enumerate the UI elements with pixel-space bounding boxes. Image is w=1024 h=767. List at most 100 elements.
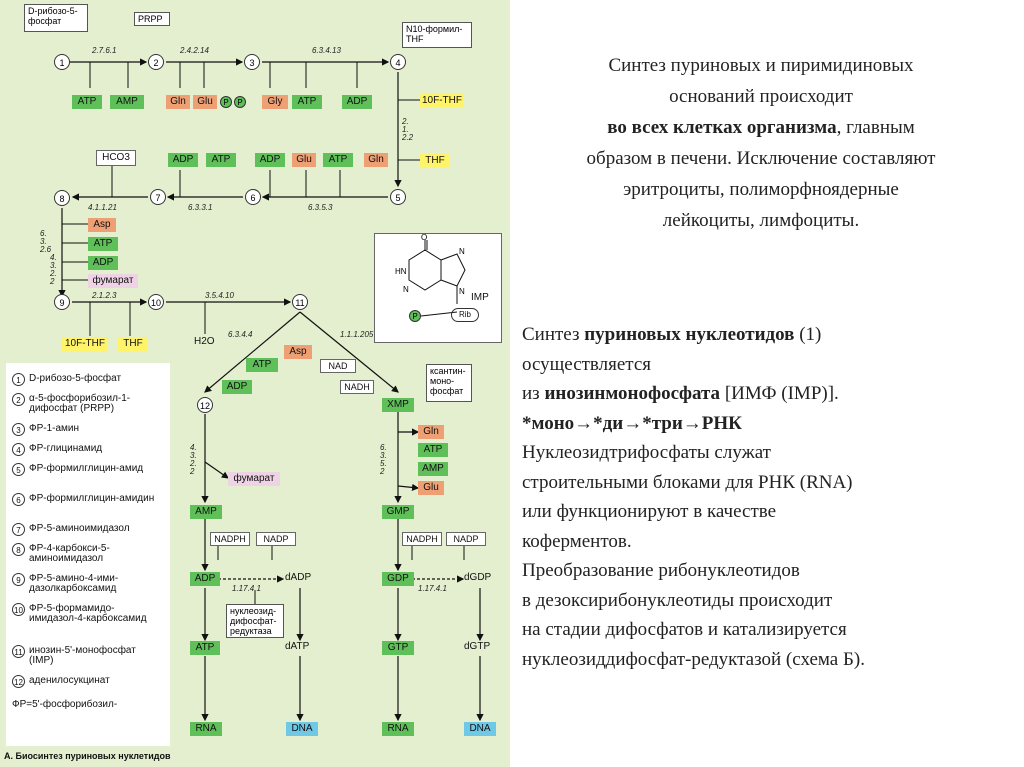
gdp-box: GDP [382, 572, 414, 586]
amp-box: AMP [190, 505, 222, 519]
formyl-thf-box: 10F-THF [420, 94, 464, 108]
text-line: осуществляется [522, 353, 652, 375]
thf-box: THF [118, 337, 148, 351]
dgtp-label: dGTP [464, 641, 491, 652]
imp-structure: O HN N N N IMP P Rib [374, 233, 502, 343]
step-circle-7: 7 [150, 189, 166, 205]
text-line: или функционируют в качестве [522, 501, 777, 522]
enzyme-label: 2.7.6.1 [92, 46, 117, 55]
enzyme-label: 2.1.2.3 [92, 291, 117, 300]
enzyme-label: 2.1.2.2 [402, 117, 414, 142]
text-line: Преобразование рибонуклеотидов [522, 560, 800, 581]
enzyme-label: 6.3.4.13 [312, 46, 341, 55]
enzyme-label: 6.3.5.2 [380, 443, 387, 476]
nad-box: NAD [320, 359, 356, 373]
text-line: Нуклеозидтрифосфаты служат [522, 442, 771, 463]
reductase-note: нуклеозид-дифосфат-редуктаза [226, 604, 284, 638]
nadh-box: NADH [340, 380, 374, 394]
atp-box: ATP [292, 95, 322, 109]
purine-biosynthesis-diagram: D-рибозо-5-фосфат PRPP N10-формил-THF 1 … [0, 0, 510, 767]
glu-box: Glu [292, 153, 316, 167]
text-line: на стадии дифосфатов и катализируется [522, 619, 847, 640]
step-circle-6: 6 [245, 189, 261, 205]
svg-text:N: N [459, 287, 465, 296]
text-line: в дезоксирибонуклеотиды происходит [522, 589, 833, 611]
text-line: из инозинмонофосфата [ИМФ (IMP)]. [522, 383, 839, 404]
asp-box: Asp [284, 345, 312, 359]
dadp-label: dADP [285, 572, 312, 583]
step-circle-11: 11 [292, 294, 308, 310]
atp-box: ATP [246, 358, 278, 372]
nadph-box: NADPH [402, 532, 442, 546]
amp-box: AMP [110, 95, 144, 109]
step-circle-3: 3 [244, 54, 260, 70]
formyl-thf-box: 10F-THF [62, 337, 108, 351]
enzyme-label: 1.17.4.1 [232, 584, 261, 593]
intro-text: Синтез пуриновых и пиримидиновых основан… [524, 50, 998, 236]
step-circle-4: 4 [390, 54, 406, 70]
enzyme-label: 2.4.2.14 [180, 46, 209, 55]
step-circle-8: 8 [54, 190, 70, 206]
prpp-label: PRPP [134, 12, 170, 26]
hco3-box: HCO3 [96, 150, 136, 166]
amp-box: AMP [418, 462, 448, 476]
text-line: оснований происходит [669, 86, 853, 107]
glu-box: Glu [193, 95, 217, 109]
dgdp-label: dGDP [464, 572, 492, 583]
ribose-icon: Rib [451, 308, 479, 322]
purine-synthesis-text: Синтез пуриновых нуклеотидов (1) осущест… [522, 320, 1002, 674]
text-line: нуклеозиддифосфат-редуктазой (схема Б). [522, 648, 865, 670]
enzyme-label: 3.5.4.10 [205, 291, 234, 300]
phosphate-icon: P [220, 96, 232, 108]
enzyme-label: 6.3.2.6 [40, 229, 52, 254]
glu-box: Glu [418, 481, 444, 495]
text-line: Синтез пуриновых нуклеотидов (1) [522, 324, 822, 345]
enzyme-label: 4.3.2.2 [50, 253, 57, 286]
svg-text:O: O [421, 234, 427, 242]
gln-box: Gln [364, 153, 388, 167]
formyl-thf-label: N10-формил-THF [402, 22, 472, 48]
imp-label: IMP [471, 292, 489, 303]
enzyme-label: 1.17.4.1 [418, 584, 447, 593]
gln-box: Gln [166, 95, 190, 109]
svg-text:N: N [403, 285, 409, 294]
text-line: лейкоциты, лимфоциты. [662, 210, 860, 231]
step-circle-5: 5 [390, 189, 406, 205]
dna-box: DNA [464, 722, 496, 736]
atp-box: ATP [206, 153, 236, 167]
nadp-box: NADP [256, 532, 296, 546]
enzyme-label: 6.3.3.1 [188, 203, 213, 212]
atp-box: ATP [418, 443, 448, 457]
adp-box: ADP [88, 256, 118, 270]
step-circle-10: 10 [148, 294, 164, 310]
enzyme-label: 6.3.4.4 [228, 330, 253, 339]
phosphate-icon: P [234, 96, 246, 108]
adp-box: ADP [222, 380, 252, 394]
enzyme-label: 4.3.2.2 [190, 443, 197, 476]
adp-box: ADP [255, 153, 285, 167]
ribose-label: D-рибозо-5-фосфат [24, 4, 88, 32]
imp-molecule-icon: O HN N N N [395, 234, 466, 317]
atp-box: ATP [323, 153, 353, 167]
adp-box: ADP [168, 153, 198, 167]
enzyme-label: 6.3.5.3 [308, 203, 333, 212]
xmp-box: XMP [382, 398, 414, 412]
fumarate-box: фумарат [88, 274, 138, 288]
text-line: Синтез пуриновых и пиримидиновых [608, 55, 914, 76]
adp-box: ADP [190, 572, 220, 586]
svg-text:N: N [459, 247, 465, 256]
diagram-caption: А. Биосинтез пуриновых нуклетидов [4, 751, 171, 761]
step-circle-9: 9 [54, 294, 70, 310]
gln-box: Gln [418, 425, 444, 439]
step-circle-12: 12 [197, 397, 213, 413]
